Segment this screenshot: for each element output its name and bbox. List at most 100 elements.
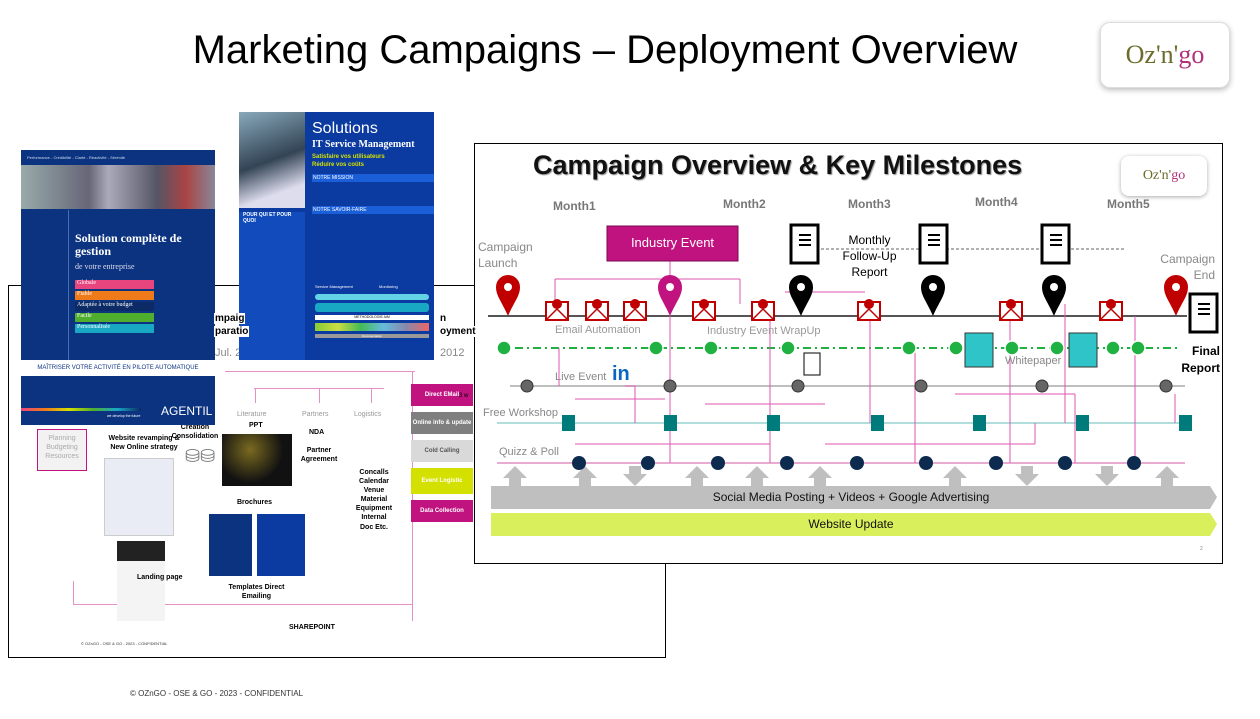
page-number: 2: [1200, 546, 1203, 552]
report-icon: [918, 223, 949, 265]
landing-label: Landing page: [137, 574, 183, 581]
channel-box: Direct EMail: [411, 384, 473, 406]
launch-pin-icon: [496, 275, 520, 316]
industry-event-pin-icon: [658, 275, 682, 316]
industry-event-label: Industry Event: [630, 235, 715, 250]
quiz-node: [919, 456, 933, 470]
down-arrow-icon: [1015, 466, 1039, 486]
report-milestone-pin-icon: [1042, 275, 1066, 316]
section-heading: NOTRE MISSION: [312, 174, 434, 182]
down-arrow-icon: [1095, 466, 1119, 486]
logo-text: Oz'n': [1125, 40, 1179, 69]
logo-text-accent: go: [1178, 40, 1205, 69]
quiz-node: [1058, 456, 1072, 470]
whatsapp-icon: [703, 340, 719, 356]
slide-title: Marketing Campaigns – Deployment Overvie…: [192, 28, 1018, 72]
live-event-node: [914, 379, 928, 393]
whatsapp-icon: [948, 340, 964, 356]
brochure-itsm: Solutions IT Service Management Satisfai…: [239, 112, 434, 360]
industry-event-pin-icon-dot: [666, 283, 674, 291]
partners-label: Partners: [302, 411, 329, 418]
brochure-feature: Personnalisée: [75, 324, 154, 333]
label: Service Management: [315, 284, 353, 289]
end-pin-icon: [1164, 275, 1188, 316]
email-at-icon: [592, 299, 602, 309]
brochure-solution-complete: Performance - Crédibilité - Clarté - Réa…: [21, 150, 215, 425]
brochure-title: Solutions: [312, 120, 378, 137]
brochure-feature: Facile: [75, 313, 154, 322]
date: 2012: [440, 347, 465, 359]
ozngo-logo: Oz'n'go: [1100, 22, 1230, 88]
partial-title: paratio: [214, 326, 250, 337]
whatsapp-icon: [1004, 340, 1020, 356]
brochure-subtitle: IT Service Management: [312, 139, 415, 150]
partial-title: oyment: [439, 326, 477, 337]
brochure-thumbnail: [257, 514, 305, 576]
whitepaper-label: Whitepaper: [1005, 355, 1062, 367]
website-update-bar: [491, 513, 1217, 536]
end-pin-icon-dot: [1172, 283, 1180, 291]
ppt-label: PPT: [249, 422, 263, 429]
sharepoint-label: SHAREPOINT: [289, 624, 335, 631]
report-milestone-pin-icon-dot: [1050, 283, 1058, 291]
workshop-node: [1076, 415, 1089, 431]
email-at-icon: [630, 299, 640, 309]
month-label-5: Month5: [1107, 197, 1150, 211]
up-arrow-icon: [685, 466, 709, 486]
quiz-node: [1127, 456, 1141, 470]
email-at-icon: [699, 299, 709, 309]
quiz-node: [850, 456, 864, 470]
up-arrow-icon: [503, 466, 527, 486]
date: Jul. 2: [215, 347, 242, 359]
brochure-tag: Satisfaire vos utilisateurs: [312, 154, 385, 160]
email-at-icon: [864, 299, 874, 309]
section-heading: POUR QUI ET POUR QUOI: [243, 212, 292, 224]
brochure-banner: MAÎTRISER VOTRE ACTIVITÉ EN PILOTE AUTOM…: [21, 360, 215, 376]
nda-label: NDA: [309, 429, 325, 436]
whatsapp-icon: [496, 340, 512, 356]
whatsapp-icon: [780, 340, 796, 356]
brochure-side-panel: [239, 212, 305, 360]
quiz-node: [989, 456, 1003, 470]
industry-event-box: [606, 225, 739, 262]
brochure-photo: [239, 112, 305, 208]
report-milestone-pin-icon-dot: [929, 283, 937, 291]
label: Monitoring: [379, 284, 398, 289]
channel-box: Cold Calling: [411, 440, 473, 462]
brochure-title: Solution complète de gestion: [75, 231, 182, 259]
brochure-tag: Réduire vos coûts: [312, 162, 365, 168]
month-label-3: Month3: [848, 197, 891, 211]
quiz-node: [572, 456, 586, 470]
month-label-4: Month4: [975, 195, 1018, 209]
brochure-thumbnail: [209, 514, 252, 576]
partial-title: mpaig: [214, 313, 246, 324]
workshop-node: [664, 415, 677, 431]
email-automation-label: Email Automation: [555, 324, 641, 336]
workshop-node: [767, 415, 780, 431]
report-milestone-pin-icon-dot: [797, 283, 805, 291]
final-report-label: Final Report: [1181, 344, 1220, 375]
workshop-node: [871, 415, 884, 431]
brochure-feature: Fiable: [75, 291, 154, 300]
landing-screenshot: [117, 541, 165, 621]
whatsapp-icon: [901, 340, 917, 356]
live-event-node: [791, 379, 805, 393]
live-event-label: Live Event: [555, 371, 607, 383]
channel-box: Event Logistic: [411, 468, 473, 494]
timeline-diagram: [488, 223, 1219, 536]
copyright: © OZnGO - OSE & GO - 2023 - CONFIDENTIAL: [81, 641, 168, 646]
live-event-node: [663, 379, 677, 393]
social-media-bar: [491, 486, 1217, 509]
database-icon: ⛁⛁: [185, 446, 216, 466]
ozngo-logo-small: Oz'n'go: [1121, 156, 1207, 196]
whitepaper-icon: [964, 332, 994, 368]
section-heading: NOTRE SAVOIR-FAIRE: [312, 206, 434, 214]
up-arrow-icon: [1155, 466, 1179, 486]
brochure-slogan: we develop the future: [107, 414, 141, 418]
month-label-1: Month1: [553, 199, 596, 213]
brochure-photos: [21, 165, 215, 209]
logistics-items: Concalls Calendar Venue Material Equipme…: [355, 469, 393, 531]
workshop-node: [973, 415, 986, 431]
channel-box: Data Collection: [411, 500, 473, 522]
